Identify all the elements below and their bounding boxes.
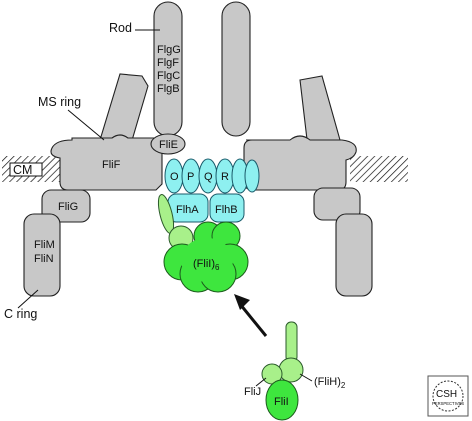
flig-label: FliG — [58, 201, 78, 213]
flii-free — [265, 379, 299, 421]
flij-leader — [255, 377, 267, 387]
flih2-leader — [299, 373, 313, 382]
flgf-label: FlgF — [157, 57, 179, 69]
flie-label: FliE — [159, 139, 178, 151]
flih-stalk-free — [285, 321, 298, 363]
csh-perspectives-logo: CSH PERSPECTIVES — [427, 375, 469, 417]
c-ring-right — [335, 213, 373, 297]
rod-label: Rod — [109, 21, 132, 35]
cm-label-box — [9, 162, 43, 177]
export-arrow-shaft — [238, 303, 268, 337]
rod-left — [153, 1, 183, 137]
ms-ring-label: MS ring — [38, 95, 81, 109]
flij-label: FliJ — [244, 386, 261, 398]
rod-right — [221, 1, 251, 137]
flie-disk — [150, 133, 186, 155]
logo-bottom-text: PERSPECTIVES — [432, 401, 464, 406]
c-ring-label: C ring — [4, 307, 37, 321]
gate-o-label: O — [170, 171, 179, 183]
flha-label: FlhA — [176, 204, 199, 216]
export-arrow-head — [234, 294, 250, 310]
flii-label: FliI — [274, 396, 289, 408]
membrane-right — [350, 156, 408, 182]
flii-hexamer-core — [181, 238, 233, 282]
gate-q-label: Q — [204, 171, 213, 183]
flim-label: FliM — [34, 239, 55, 251]
flhb-label: FlhB — [215, 204, 238, 216]
flgb-label: FlgB — [157, 83, 180, 95]
gate-p-label: P — [187, 171, 194, 183]
cm-label: CM — [13, 163, 32, 177]
gate-r-label: R — [221, 171, 229, 183]
flgc-label: FlgC — [157, 70, 180, 82]
logo-top-text: CSH — [436, 389, 457, 400]
flif-label: FliF — [102, 159, 121, 171]
flgg-label: FlgG — [157, 44, 181, 56]
flig-left — [41, 189, 91, 223]
gate-extra-2 — [244, 159, 260, 193]
c-ring-left — [23, 213, 61, 297]
ms-ring-leader — [67, 109, 105, 141]
flin-label: FliN — [34, 253, 54, 265]
ms-ring-body-right — [243, 135, 357, 191]
ms-ring-body-left — [50, 134, 163, 191]
flii6-label: (FliI)6 — [193, 258, 220, 272]
flih-dimer-free — [278, 357, 304, 383]
c-ring-leader — [17, 289, 39, 309]
flih2-label: (FliH)2 — [314, 376, 346, 390]
